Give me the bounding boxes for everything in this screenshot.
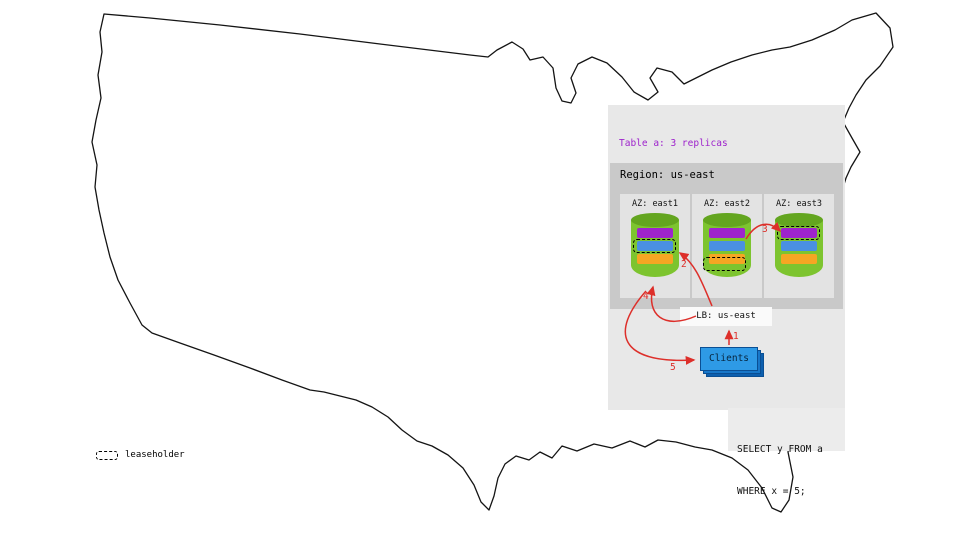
az-east1: AZ: east1 (620, 194, 690, 298)
az-east1-label: AZ: east1 (631, 199, 679, 209)
leaseholder-outline (703, 257, 746, 271)
sql-line-2: WHERE x = 5; (737, 486, 806, 497)
replica-band-index-a (781, 241, 817, 251)
replica-band-index-a (637, 241, 673, 251)
database-top (775, 213, 823, 227)
az-east3-label: AZ: east3 (775, 199, 823, 209)
region-us-east: Region: us-east AZ: east1 AZ: east2 (610, 163, 843, 309)
clients-box: Clients (700, 347, 758, 371)
leaseholder-outline (777, 226, 820, 240)
replica-band-table-b (709, 254, 745, 264)
sql-line-1: SELECT y FROM a (737, 444, 823, 455)
database-icon (775, 213, 823, 277)
step-label-3: 3 (762, 224, 768, 235)
replica-band-table-a (637, 228, 673, 238)
replica-band-table-a (709, 228, 745, 238)
az-east3: AZ: east3 (764, 194, 834, 298)
load-balancer: LB: us-east (680, 307, 772, 326)
legend-table-a: Table a: 3 replicas (619, 138, 728, 149)
leaseholder-dashed-icon (96, 450, 118, 460)
leaseholder-legend: leaseholder (96, 450, 185, 460)
replica-band-table-b (637, 254, 673, 264)
database-icon (703, 213, 751, 277)
step-label-2: 2 (681, 259, 687, 270)
replica-band-table-a (781, 228, 817, 238)
clients-stack: Clients (700, 347, 766, 379)
leaseholder-legend-label: leaseholder (125, 450, 185, 460)
database-top (703, 213, 751, 227)
database-top (631, 213, 679, 227)
az-east2: AZ: east2 (692, 194, 762, 298)
step-label-5: 5 (670, 362, 676, 373)
replica-band-index-a (709, 241, 745, 251)
sql-statement: SELECT y FROM a WHERE x = 5; (728, 408, 845, 497)
az-east2-label: AZ: east2 (703, 199, 751, 209)
replica-band-table-b (781, 254, 817, 264)
step-label-4: 4 (643, 291, 649, 302)
leaseholder-outline (633, 239, 676, 253)
step-label-1: 1 (733, 331, 739, 342)
region-title: Region: us-east (620, 169, 715, 181)
database-icon (631, 213, 679, 277)
